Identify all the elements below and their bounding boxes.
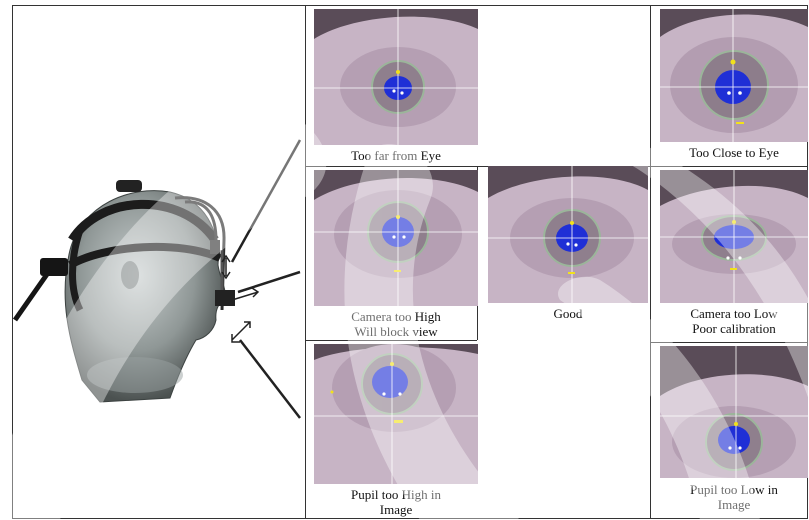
eye-image-pupil-low: [660, 346, 808, 478]
headset-mannequin-image: [10, 170, 290, 410]
caption-pupil-low: Pupil too Low inImage: [660, 482, 808, 512]
caption-camera-high: Camera too HighWill block view: [314, 309, 478, 339]
row-divider: [305, 340, 477, 341]
eye-image-pupil-high: [314, 344, 478, 484]
eye-image-camera-high: [314, 170, 478, 306]
row-divider: [650, 342, 808, 343]
caption-pupil-high: Pupil too High inImage: [314, 487, 478, 517]
column-divider: [650, 5, 651, 519]
caption-too-close: Too Close to Eye: [660, 145, 808, 160]
eye-image-too-close: [660, 9, 808, 142]
eye-image-good: [488, 166, 648, 303]
column-divider: [305, 5, 306, 519]
eye-image-too-far: [314, 9, 478, 145]
eye-image-camera-low: [660, 170, 808, 303]
caption-camera-low: Camera too LowPoor calibration: [660, 306, 808, 336]
caption-too-far: Too far from Eye: [314, 148, 478, 163]
row-divider: [650, 166, 808, 167]
caption-good: Good: [488, 306, 648, 321]
